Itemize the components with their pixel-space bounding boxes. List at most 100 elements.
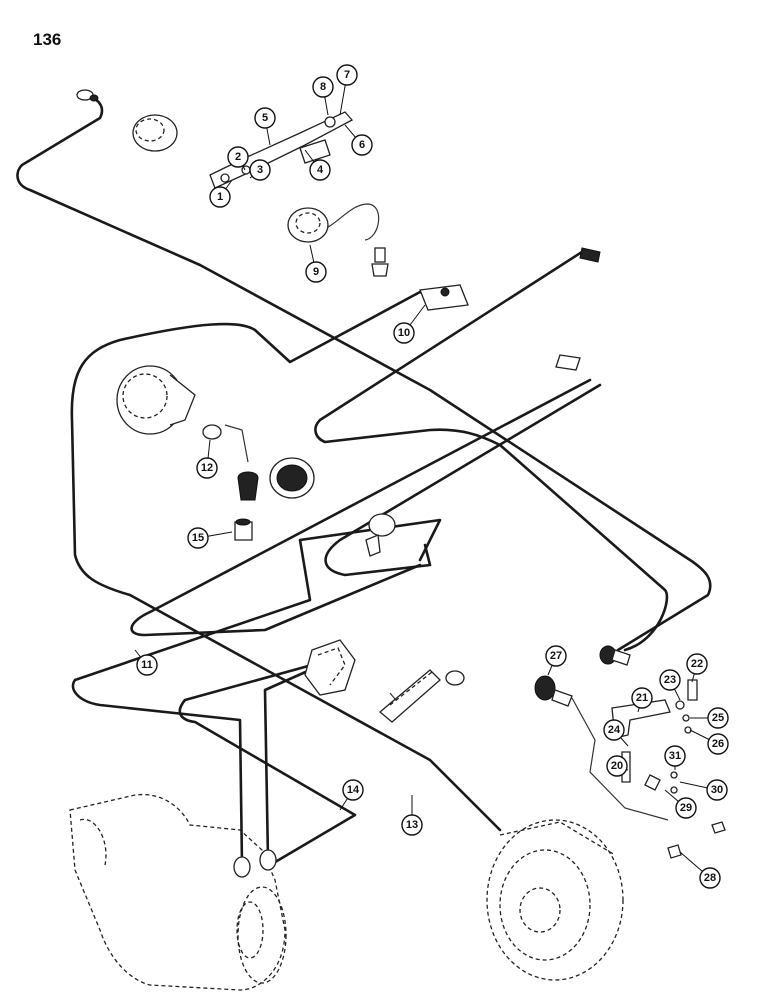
callout-circle-6 — [351, 134, 373, 156]
callout-31: 31 — [664, 745, 686, 770]
callout-number-5: 5 — [262, 112, 268, 124]
callout-circle-29 — [675, 797, 697, 819]
callout-11: 11 — [134, 649, 158, 676]
callout-8: 8 — [312, 76, 334, 116]
glow-plug-coil — [378, 669, 465, 723]
callout-number-15: 15 — [192, 532, 204, 544]
callout-number-2: 2 — [235, 151, 241, 163]
callout-30: 30 — [679, 779, 728, 801]
callout-number-4: 4 — [317, 164, 324, 176]
callout-number-21: 21 — [636, 692, 648, 704]
callout-2: 2 — [227, 146, 249, 171]
wire-starter — [263, 668, 312, 862]
gauge-top — [132, 114, 178, 152]
callout-7: 7 — [336, 64, 358, 116]
callout-14: 14 — [339, 779, 364, 811]
callout-number-22: 22 — [691, 658, 703, 670]
callout-circle-25 — [707, 707, 729, 729]
callout-9: 9 — [305, 244, 327, 283]
callout-circle-31 — [664, 745, 686, 767]
wire-11 — [71, 518, 442, 867]
callout-number-11: 11 — [141, 659, 153, 671]
callout-13: 13 — [401, 795, 423, 836]
wire-left-loop — [70, 290, 502, 832]
wire-14 — [178, 658, 357, 870]
callout-circle-28 — [699, 867, 721, 889]
callout-circle-10 — [393, 322, 415, 344]
callout-25: 25 — [690, 707, 729, 729]
callout-circle-22 — [686, 653, 708, 675]
wire-sender-9 — [317, 203, 380, 241]
connector-block-10 — [419, 284, 469, 311]
callout-27: 27 — [545, 645, 567, 676]
callout-15: 15 — [187, 527, 233, 549]
terminals-28 — [667, 821, 726, 859]
callout-23: 23 — [659, 669, 681, 701]
callout-number-8: 8 — [320, 81, 326, 93]
callout-circle-5 — [254, 107, 276, 129]
callout-4: 4 — [304, 149, 331, 181]
sender-12 — [202, 424, 259, 501]
alternator — [486, 819, 624, 981]
tachometer — [116, 365, 196, 435]
wire-mid-loop — [314, 248, 669, 652]
callout-number-30: 30 — [711, 784, 723, 796]
connector-top-left — [76, 89, 99, 102]
hardware-small-parts — [621, 679, 698, 794]
callout-circle-1 — [209, 186, 231, 208]
callout-number-9: 9 — [313, 266, 319, 278]
callout-circle-13 — [401, 814, 423, 836]
callout-circle-7 — [336, 64, 358, 86]
callout-circle-15 — [187, 527, 209, 549]
callout-number-7: 7 — [344, 69, 350, 81]
callout-20: 20 — [606, 755, 629, 777]
callout-number-24: 24 — [608, 724, 621, 736]
callout-number-28: 28 — [704, 872, 716, 884]
wire-ignition — [324, 383, 602, 577]
callout-10: 10 — [393, 304, 426, 344]
callout-circle-11 — [136, 654, 158, 676]
callout-5: 5 — [254, 107, 276, 146]
ammeter-gauge — [269, 457, 315, 499]
callout-number-6: 6 — [359, 139, 365, 151]
callout-circle-12 — [196, 457, 218, 479]
callout-number-31: 31 — [669, 750, 681, 762]
bracket-assembly — [209, 111, 354, 189]
callout-number-29: 29 — [680, 802, 692, 814]
callout-circle-30 — [706, 779, 728, 801]
wire-upper-long — [16, 95, 712, 652]
wire-cable-27 — [571, 697, 669, 821]
callout-circle-24 — [603, 719, 625, 741]
callout-circle-26 — [707, 733, 729, 755]
callout-number-27: 27 — [550, 650, 562, 662]
wiring-harness — [16, 95, 712, 870]
gauge-sender-9 — [287, 207, 389, 277]
wire-sender-12 — [224, 424, 249, 463]
solenoid-connector — [304, 639, 356, 696]
pushbutton-27 — [534, 675, 573, 707]
callout-number-12: 12 — [201, 462, 213, 474]
callout-circle-20 — [606, 755, 628, 777]
callout-number-20: 20 — [611, 760, 623, 772]
plug-top-right — [555, 247, 601, 371]
callout-29: 29 — [664, 789, 697, 819]
callout-number-13: 13 — [406, 819, 418, 831]
callout-circle-21 — [631, 687, 653, 709]
callout-6: 6 — [344, 124, 373, 156]
callout-number-26: 26 — [712, 738, 724, 750]
callout-26: 26 — [689, 729, 729, 755]
callout-22: 22 — [686, 653, 708, 683]
callout-24: 24 — [603, 719, 629, 747]
starter-motor — [69, 793, 287, 991]
callout-circle-4 — [309, 159, 331, 181]
callout-circle-23 — [659, 669, 681, 691]
fitting-15 — [234, 518, 253, 541]
pushbutton-right — [599, 645, 631, 666]
callout-3: 3 — [249, 159, 271, 181]
callout-circle-14 — [342, 779, 364, 801]
callout-number-1: 1 — [217, 191, 223, 203]
callout-number-14: 14 — [347, 784, 360, 796]
wire-lower — [130, 378, 592, 637]
callout-circle-8 — [312, 76, 334, 98]
